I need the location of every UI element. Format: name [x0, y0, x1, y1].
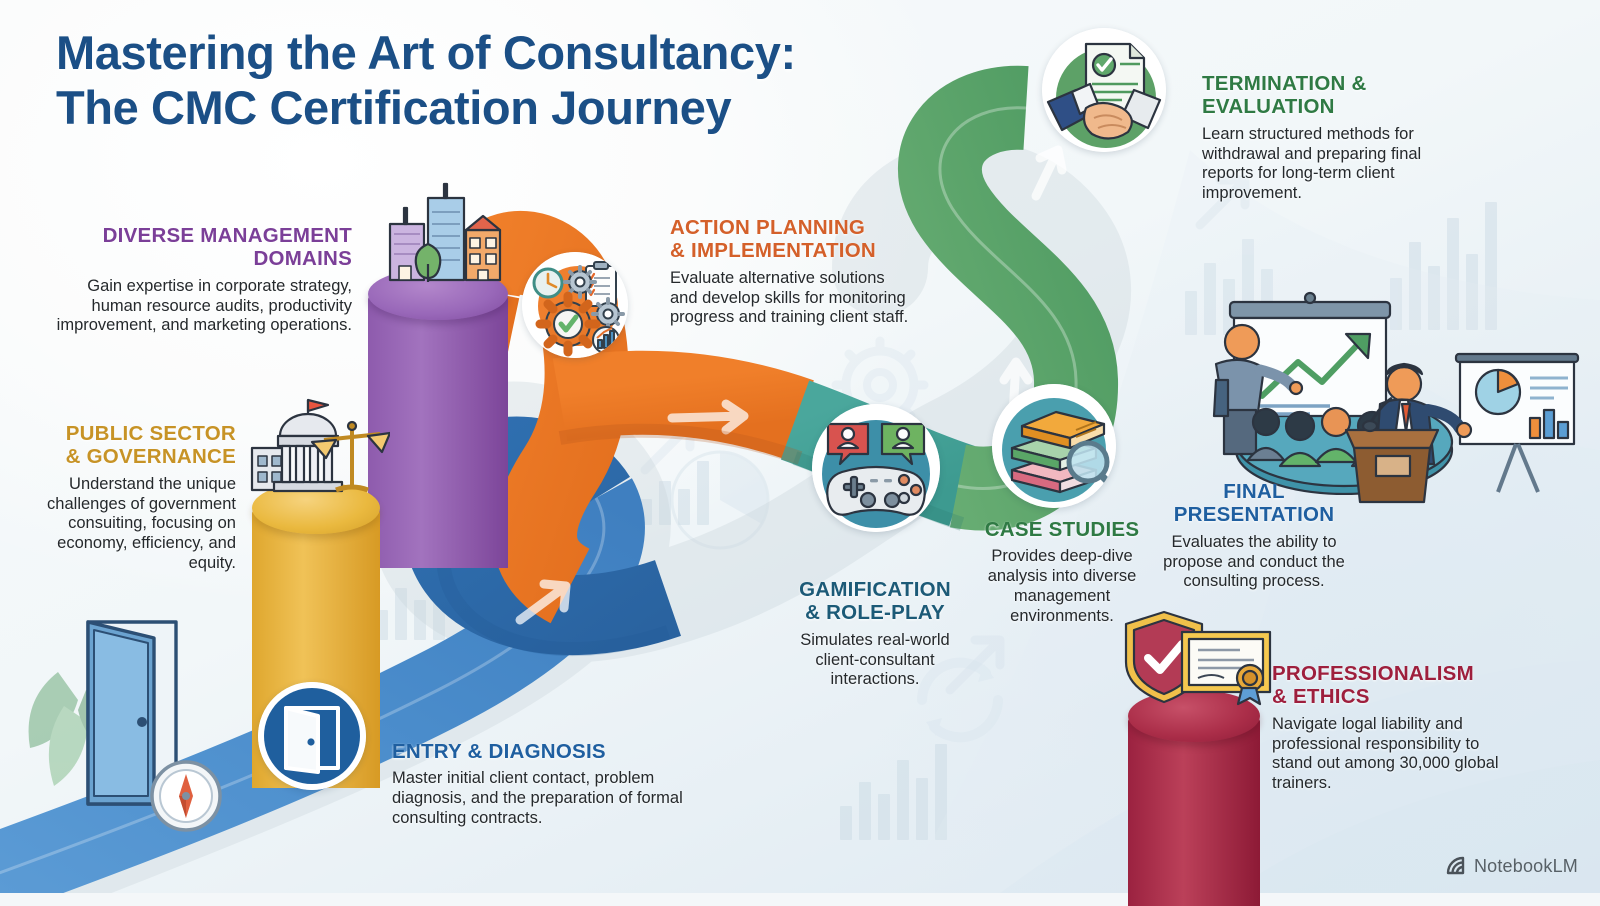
decorative-bar-chart	[840, 740, 947, 840]
heading-line: GAMIFICATION	[799, 578, 951, 601]
step-body: Understand the unique challenges of gove…	[47, 474, 236, 572]
city-skyline-icon	[388, 182, 502, 282]
heading-line: DOMAINS	[253, 247, 352, 271]
heading-line: TERMINATION &	[1202, 72, 1367, 95]
decorative-bar-chart	[640, 455, 709, 525]
heading-line: DIVERSE MANAGEMENT	[102, 224, 352, 247]
heading-line: PUBLIC SECTOR	[65, 422, 236, 445]
step-diverse-management-domains: DIVERSE MANAGEMENT DOMAINS Gain expertis…	[52, 224, 352, 336]
heading-line: PROFESSIONALISM	[1272, 662, 1474, 685]
step-professionalism-ethics: PROFESSIONALISM & ETHICS Navigate logal …	[1272, 662, 1502, 794]
page-title: Mastering the Art of Consultancy: The CM…	[56, 26, 986, 135]
heading-line: FINAL	[1223, 480, 1285, 503]
heading-line: PRESENTATION	[1173, 503, 1335, 527]
gears-checklist-icon	[522, 252, 628, 358]
step-body: Simulates real-world client-consultant i…	[800, 630, 950, 689]
government-scales-icon	[250, 398, 390, 493]
pillar-professionalism-ethics	[1128, 690, 1260, 906]
decorative-bar-chart	[1390, 200, 1497, 330]
step-public-sector-governance: PUBLIC SECTOR & GOVERNANCE Understand th…	[22, 422, 236, 574]
step-case-studies: CASE STUDIES Provides deep-dive analysis…	[970, 518, 1154, 627]
step-body: Master initial client contact, problem d…	[392, 769, 683, 827]
books-magnifier-icon	[992, 384, 1116, 508]
gamepad-chat-icon	[812, 404, 940, 532]
page-title-line1: Mastering the Art of Consultancy:	[56, 26, 796, 79]
compass-icon	[150, 760, 222, 832]
heading-line: & ROLE-PLAY	[805, 601, 945, 625]
podium-speaker-icon	[1344, 352, 1580, 504]
open-door-icon	[258, 682, 366, 790]
step-body: Provides deep-dive analysis into diverse…	[987, 547, 1137, 625]
handshake-document-icon	[1042, 28, 1166, 152]
notebooklm-spiral-icon	[1446, 856, 1465, 875]
notebooklm-watermark: NotebookLM	[1445, 855, 1578, 877]
watermark-label: NotebookLM	[1473, 855, 1578, 876]
shield-certificate-icon	[1124, 610, 1272, 706]
heading-line: ACTION PLANNING	[670, 216, 866, 239]
step-final-presentation: FINAL PRESENTATION Evaluates the ability…	[1158, 480, 1350, 592]
heading-line: EVALUATION	[1202, 95, 1335, 119]
step-gamification-role-play: GAMIFICATION & ROLE-PLAY Simulates real-…	[782, 578, 968, 690]
step-body: Navigate logal liability and professiona…	[1272, 714, 1499, 793]
step-body: Learn structured methods for withdrawal …	[1202, 124, 1422, 203]
heading-line: & IMPLEMENTATION	[670, 239, 876, 263]
step-action-planning-implementation: ACTION PLANNING & IMPLEMENTATION Evaluat…	[670, 216, 910, 328]
heading-line: ENTRY & DIAGNOSIS	[392, 740, 606, 763]
heading-line: CASE STUDIES	[984, 518, 1140, 541]
heading-line: & GOVERNANCE	[65, 445, 236, 469]
step-body: Evaluate alternative solutions and devel…	[670, 268, 909, 327]
step-body: Gain expertise in corporate strategy, hu…	[56, 276, 352, 335]
page-title-line2: The CMC Certification Journey	[56, 80, 732, 134]
step-entry-diagnosis: ENTRY & DIAGNOSIS Master initial client …	[392, 740, 712, 829]
heading-line: & ETHICS	[1272, 685, 1370, 709]
step-termination-evaluation: TERMINATION & EVALUATION Learn structure…	[1202, 72, 1450, 204]
step-body: Evaluates the ability to propose and con…	[1163, 532, 1345, 591]
